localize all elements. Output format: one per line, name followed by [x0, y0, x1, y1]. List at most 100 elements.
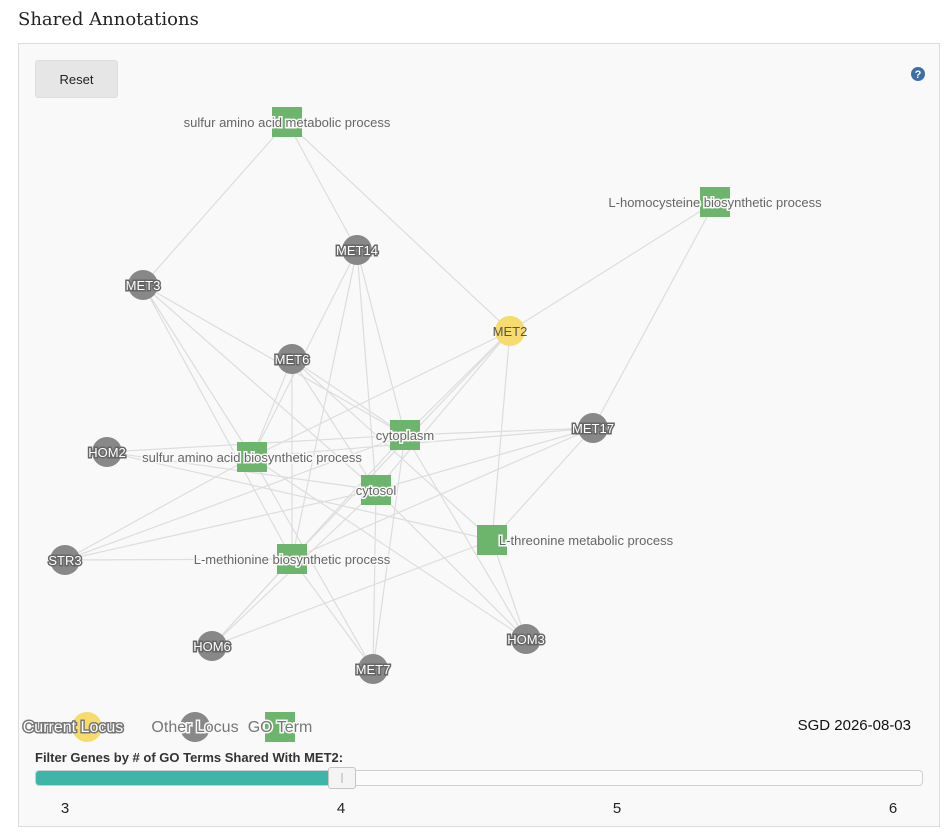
- gene-label: MET6: [275, 352, 310, 367]
- go-term-node[interactable]: L-homocysteine biosynthetic process: [607, 187, 824, 217]
- graph-edge: [291, 358, 377, 491]
- filter-slider[interactable]: [35, 767, 923, 789]
- gene-node[interactable]: MET14: [335, 235, 379, 265]
- gene-circle: [92, 437, 122, 467]
- go-term-box: [361, 475, 391, 505]
- go-term-node[interactable]: sulfur amino acid biosynthetic process: [141, 442, 364, 472]
- gene-label: MET7: [356, 662, 391, 677]
- svg-text:?: ?: [915, 69, 922, 81]
- gene-node[interactable]: HOM2: [87, 437, 127, 467]
- gene-circle: [197, 631, 227, 661]
- graph-edge: [142, 284, 406, 436]
- go-term-label: cytosol: [356, 483, 397, 498]
- go-term-label: sulfur amino acid biosynthetic process: [142, 450, 362, 465]
- gene-label: MET17: [572, 421, 614, 436]
- reset-button[interactable]: Reset: [35, 60, 118, 98]
- gene-node[interactable]: MET6: [273, 344, 311, 374]
- graph-edge: [375, 330, 511, 491]
- graph-edge: [286, 121, 358, 251]
- graph-edge: [291, 358, 406, 436]
- filter-tick-label: 4: [336, 800, 346, 817]
- gene-circle: [342, 235, 372, 265]
- gene-node[interactable]: MET17: [571, 413, 615, 443]
- graph-edge: [404, 427, 594, 436]
- gene-node[interactable]: MET3: [124, 270, 162, 300]
- gene-node[interactable]: HOM6: [192, 631, 232, 661]
- go-term-node[interactable]: cytosol: [354, 475, 398, 505]
- gene-circle: [128, 270, 158, 300]
- graph-edge: [291, 427, 594, 560]
- graph-edge: [64, 489, 377, 561]
- go-term-node[interactable]: L-methionine biosynthetic process: [192, 544, 392, 574]
- graph-edge: [251, 456, 374, 670]
- graph-edge: [404, 330, 511, 436]
- gene-node[interactable]: HOM3: [506, 624, 546, 654]
- graph-edge: [64, 558, 293, 561]
- go-term-node[interactable]: L-threonine metabolic process: [477, 525, 675, 555]
- legend-go-term-swatch: [265, 712, 295, 742]
- graph-edge: [251, 330, 511, 458]
- gene-node[interactable]: MET7: [354, 654, 392, 684]
- graph-edge: [106, 451, 493, 541]
- shared-annotations-panel: Reset ? sulfur amino acid metabolic proc…: [18, 43, 940, 827]
- current-locus-node[interactable]: MET2: [493, 316, 528, 346]
- gene-circle: [50, 545, 80, 575]
- question-circle-icon[interactable]: ?: [910, 66, 926, 82]
- go-term-box: [237, 442, 267, 472]
- gene-circle: [495, 316, 525, 346]
- filter-slider-fill: [36, 771, 342, 785]
- legend-current-locus-swatch: [72, 712, 102, 742]
- gene-label: MET3: [126, 278, 161, 293]
- sgd-date: SGD 2026-08-03: [797, 717, 911, 734]
- go-term-box: [272, 107, 302, 137]
- network-graph[interactable]: sulfur amino acid metabolic processL-hom…: [19, 44, 941, 704]
- graph-edge: [375, 427, 594, 491]
- gene-label: STR3: [48, 553, 81, 568]
- graph-edge: [291, 249, 358, 560]
- legend-current-locus-label: Current Locus: [23, 719, 124, 736]
- graph-edge: [251, 427, 594, 458]
- graph-edge: [251, 456, 527, 640]
- gene-circle: [578, 413, 608, 443]
- graph-edge: [592, 201, 716, 429]
- gene-label: HOM3: [507, 632, 545, 647]
- gene-node[interactable]: STR3: [47, 545, 83, 575]
- graph-edge: [372, 434, 406, 670]
- filter-tick-label: 5: [612, 800, 622, 817]
- go-term-label: L-homocysteine biosynthetic process: [608, 195, 822, 210]
- go-term-label: L-methionine biosynthetic process: [194, 552, 391, 567]
- go-term-label: sulfur amino acid metabolic process: [184, 115, 391, 130]
- legend-other-locus-swatch: [180, 712, 210, 742]
- graph-edge: [142, 121, 288, 286]
- filter-tick-label: 3: [60, 800, 70, 817]
- graph-edge: [142, 284, 293, 560]
- gene-label: MET14: [336, 243, 378, 258]
- gene-circle: [358, 654, 388, 684]
- graph-edge: [509, 201, 716, 332]
- go-term-box: [277, 544, 307, 574]
- graph-edge: [286, 121, 511, 332]
- graph-edge: [64, 456, 253, 561]
- graph-edge: [356, 249, 377, 491]
- graph-edge: [142, 284, 377, 491]
- go-term-node[interactable]: sulfur amino acid metabolic process: [182, 107, 392, 137]
- gene-circle: [511, 624, 541, 654]
- legend-other-locus-label: Other Locus: [151, 719, 238, 736]
- graph-edge: [375, 489, 527, 640]
- graph-edge: [291, 558, 374, 670]
- filter-slider-handle[interactable]: [328, 767, 356, 789]
- filter-label: Filter Genes by # of GO Terms Shared Wit…: [35, 750, 344, 765]
- go-term-label: L-threonine metabolic process: [499, 533, 674, 548]
- go-term-box: [477, 525, 507, 555]
- graph-edge: [251, 358, 293, 458]
- graph-edge: [404, 434, 527, 640]
- go-term-node[interactable]: cytoplasm: [374, 420, 436, 450]
- legend-go-term-label: GO Term: [248, 719, 313, 736]
- filter-tick-label: 6: [888, 800, 898, 817]
- graph-edge: [64, 434, 406, 561]
- gene-label: HOM2: [88, 445, 126, 460]
- graph-nodes: sulfur amino acid metabolic processL-hom…: [47, 107, 824, 684]
- graph-edge: [372, 489, 377, 670]
- go-term-box: [700, 187, 730, 217]
- gene-label: MET2: [493, 324, 528, 339]
